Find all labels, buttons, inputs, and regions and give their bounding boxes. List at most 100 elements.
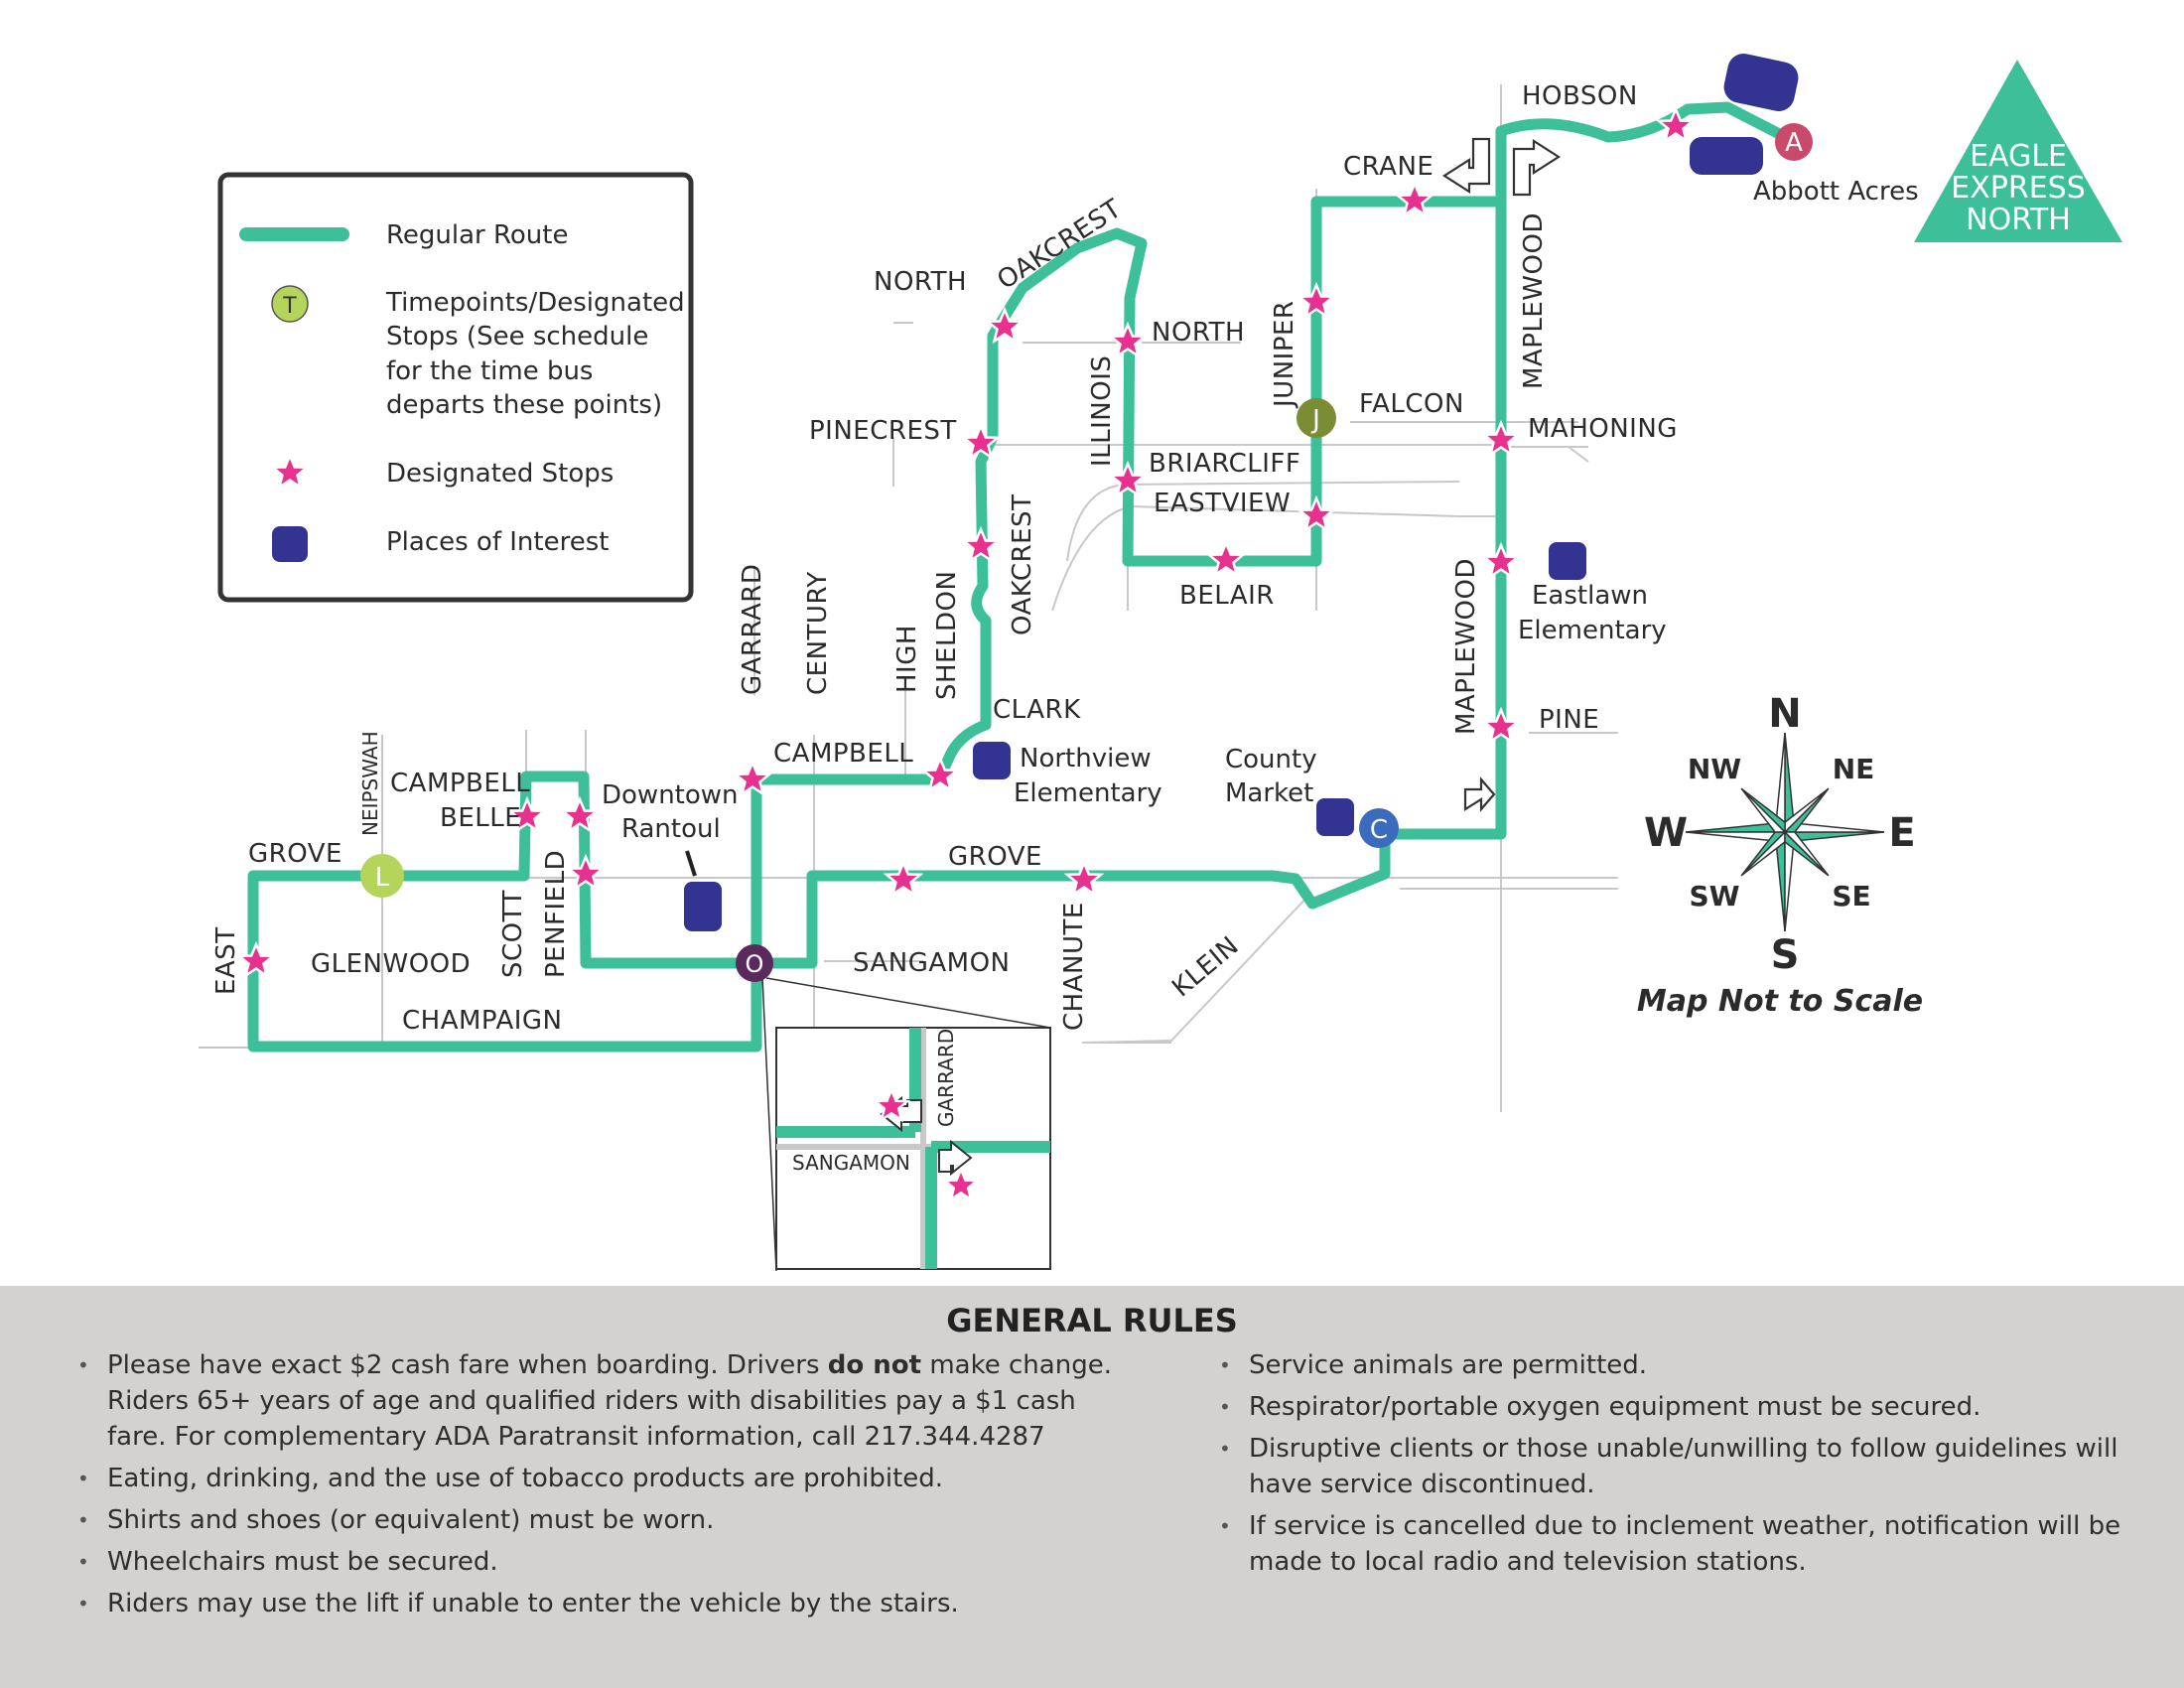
compass-rose: N S W E NW NE SW SE Map Not to Scale xyxy=(1637,691,1923,1019)
timepoint-O: O xyxy=(736,944,773,982)
street-north-west: NORTH xyxy=(874,267,967,297)
poi-marker xyxy=(1316,798,1354,836)
route-map: A J C L O xyxy=(199,54,2122,1272)
street-labels: HOBSON CRANE MAPLEWOOD JUNIPER FALCON MA… xyxy=(211,81,1677,1036)
street-garrard: GARRARD xyxy=(738,564,767,695)
legend-timepoint-icon: T xyxy=(282,294,297,319)
compass-ne: NE xyxy=(1833,753,1875,785)
compass-nw: NW xyxy=(1688,753,1741,785)
street-sangamon: SANGAMON xyxy=(853,948,1011,978)
street-pinecrest: PINECREST xyxy=(809,416,957,446)
timepoint-A: A xyxy=(1775,123,1813,161)
svg-text:J: J xyxy=(1310,405,1320,435)
compass-w: W xyxy=(1644,810,1688,856)
label-downtown: Downtown xyxy=(602,780,739,810)
label-rantoul: Rantoul xyxy=(621,814,721,844)
timepoints: A J C L O xyxy=(360,123,1813,982)
title-badge: EAGLE EXPRESS NORTH xyxy=(1914,60,2122,242)
street-eastview: EASTVIEW xyxy=(1154,489,1291,518)
place-labels: Abbott Acres Eastlawn Elementary Northvi… xyxy=(602,177,1919,844)
street-sheldon: SHELDON xyxy=(932,571,962,700)
street-klein: KLEIN xyxy=(1166,931,1245,1004)
label-abbott-acres: Abbott Acres xyxy=(1753,177,1919,207)
title-line: NORTH xyxy=(1966,203,2071,237)
inset-diagram: GARRARD SANGAMON xyxy=(761,977,1051,1272)
street-grove-west: GROVE xyxy=(248,839,342,869)
regular-route xyxy=(247,101,1799,1053)
rules-right-column: Service animals are permitted. Respirato… xyxy=(1219,1347,2132,1586)
rule-item: Shirts and shoes (or equivalent) must be… xyxy=(77,1502,1140,1538)
street-oakcrest-north: OAKCREST xyxy=(992,194,1127,296)
compass-se: SE xyxy=(1832,880,1870,913)
street-grove-east: GROVE xyxy=(948,842,1042,872)
street-penfield: PENFIELD xyxy=(541,850,571,978)
street-high: HIGH xyxy=(892,625,922,693)
svg-text:O: O xyxy=(746,950,764,978)
stop-star xyxy=(1396,182,1433,216)
street-belle: BELLE xyxy=(440,803,521,833)
legend-poi-icon xyxy=(272,526,308,562)
street-pine: PINE xyxy=(1539,705,1599,735)
title-line: EXPRESS xyxy=(1951,171,2085,206)
street-champaign: CHAMPAIGN xyxy=(402,1006,563,1036)
street-crane: CRANE xyxy=(1343,152,1433,182)
inset-street-sangamon: SANGAMON xyxy=(792,1151,910,1175)
stop-star xyxy=(885,861,922,896)
poi-marker xyxy=(1723,54,1799,111)
title-line: EAGLE xyxy=(1970,139,2067,174)
poi-leader-line xyxy=(685,850,697,877)
street-falcon: FALCON xyxy=(1359,389,1464,419)
street-chanute: CHANUTE xyxy=(1059,902,1089,1031)
svg-text:C: C xyxy=(1370,815,1388,845)
street-clark: CLARK xyxy=(993,695,1081,725)
compass-sw: SW xyxy=(1689,880,1739,913)
legend-places-of-interest: Places of Interest xyxy=(386,527,609,557)
street-illinois: ILLINOIS xyxy=(1087,355,1117,467)
label-eastlawn-elem: Elementary xyxy=(1518,616,1667,645)
svg-text:A: A xyxy=(1785,128,1803,158)
legend: Regular Route T Timepoints/Designated St… xyxy=(217,172,694,603)
street-belair: BELAIR xyxy=(1179,581,1275,611)
street-east: EAST xyxy=(211,926,241,995)
timepoint-J: J xyxy=(1297,398,1336,438)
street-hobson: HOBSON xyxy=(1522,81,1638,111)
direction-arrows xyxy=(1441,137,1562,812)
compass-n: N xyxy=(1768,691,1801,737)
rule-item: Respirator/portable oxygen equipment mus… xyxy=(1219,1389,2132,1425)
street-maplewood-north: MAPLEWOOD xyxy=(1519,212,1549,389)
stop-star xyxy=(1207,541,1245,576)
rule-item: Disruptive clients or those unable/unwil… xyxy=(1219,1431,2132,1502)
inset-street-garrard: GARRARD xyxy=(934,1029,958,1127)
compass-s: S xyxy=(1771,932,1800,978)
legend-regular-route: Regular Route xyxy=(386,220,568,250)
svg-text:L: L xyxy=(375,863,390,893)
general-rules-panel: GENERAL RULES Please have exact $2 cash … xyxy=(0,1286,2184,1688)
map-not-to-scale: Map Not to Scale xyxy=(1637,984,1923,1019)
street-juniper: JUNIPER xyxy=(1270,301,1299,410)
legend-timepoint-line: departs these points) xyxy=(386,390,662,420)
legend-timepoint-line: Timepoints/Designated xyxy=(385,288,685,318)
legend-timepoint-line: Stops (See schedule xyxy=(386,322,648,352)
places-of-interest xyxy=(684,54,1799,931)
timepoint-L: L xyxy=(360,854,404,898)
street-scott: SCOTT xyxy=(498,890,528,978)
poi-marker xyxy=(1690,137,1763,175)
stop-star xyxy=(1065,861,1103,896)
label-county-market: Market xyxy=(1225,778,1313,808)
rule-item: Wheelchairs must be secured. xyxy=(77,1544,1140,1580)
street-glenwood: GLENWOOD xyxy=(311,949,471,979)
rule-item: Service animals are permitted. xyxy=(1219,1347,2132,1383)
street-maplewood-south: MAPLEWOOD xyxy=(1451,558,1481,735)
poi-marker xyxy=(684,882,722,931)
street-neipswah: NEIPSWAH xyxy=(358,731,382,836)
rule-item: If service is cancelled due to inclement… xyxy=(1219,1508,2132,1580)
rule-item: Eating, drinking, and the use of tobacco… xyxy=(77,1461,1140,1496)
street-briarcliff: BRIARCLIFF xyxy=(1149,449,1300,479)
rule-item: Riders may use the lift if unable to ent… xyxy=(77,1586,1140,1621)
rule-item: Please have exact $2 cash fare when boar… xyxy=(77,1347,1140,1455)
general-rules-title: GENERAL RULES xyxy=(946,1302,1238,1339)
label-northview: Northview xyxy=(1020,744,1152,774)
label-northview-elem: Elementary xyxy=(1014,778,1162,808)
legend-designated-stops: Designated Stops xyxy=(386,459,614,489)
street-century: CENTURY xyxy=(803,571,833,695)
